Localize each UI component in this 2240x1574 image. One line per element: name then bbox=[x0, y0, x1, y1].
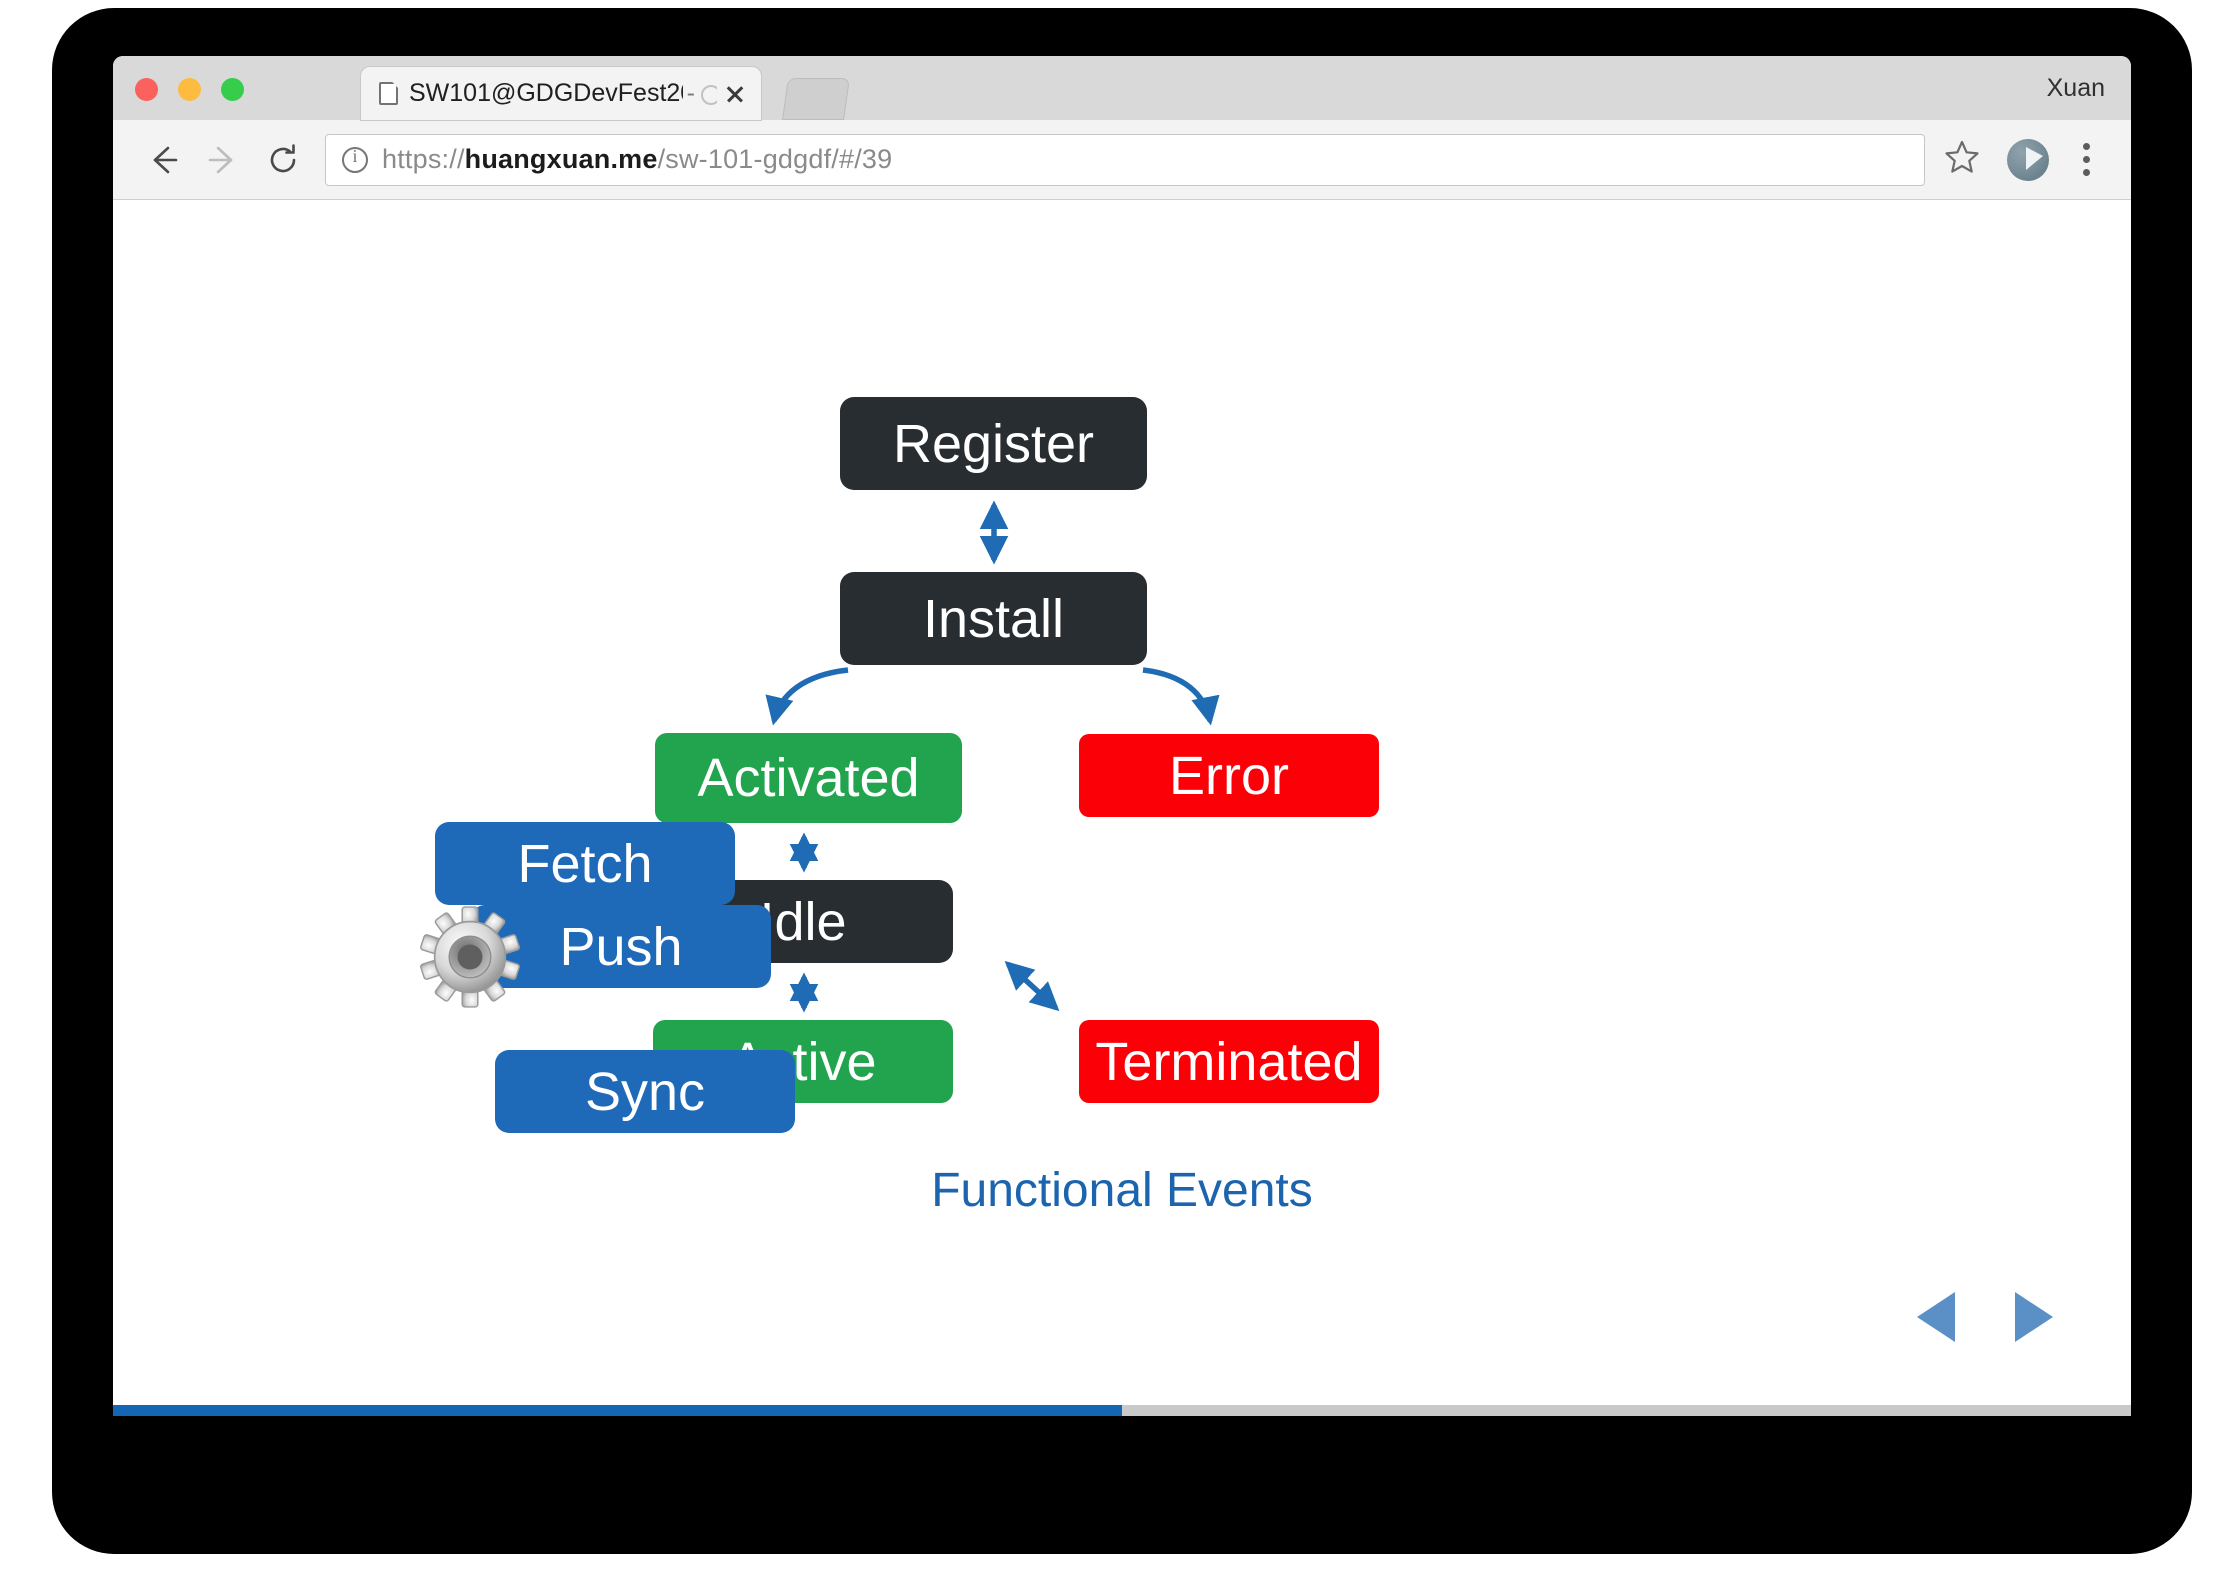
tab-title: SW101@GDGDevFest2016 bbox=[409, 79, 683, 107]
gear-icon bbox=[420, 906, 520, 1008]
address-bar[interactable]: https://huangxuan.me/sw-101-gdgdf/#/39 bbox=[325, 133, 1925, 186]
next-triangle-icon[interactable] bbox=[2015, 1292, 2053, 1342]
state-node-error[interactable]: Error bbox=[1079, 734, 1379, 817]
menu-dot bbox=[2082, 156, 2090, 163]
url-host: huangxuan.me bbox=[464, 144, 658, 174]
state-node-install[interactable]: Install bbox=[840, 572, 1147, 665]
slide-canvas: Register Install Activated Error Idle Ac… bbox=[113, 200, 2131, 1416]
browser-toolbar: https://huangxuan.me/sw-101-gdgdf/#/39 bbox=[113, 120, 2131, 200]
event-node-push[interactable]: Push bbox=[471, 905, 771, 988]
traffic-light-group bbox=[135, 78, 244, 101]
close-window-button[interactable] bbox=[135, 78, 158, 101]
forward-arrow-icon[interactable] bbox=[195, 132, 251, 188]
slide-navigation bbox=[1917, 1292, 2053, 1342]
edge-install-error bbox=[1142, 667, 1220, 726]
state-node-register[interactable]: Register bbox=[840, 397, 1147, 490]
info-icon[interactable] bbox=[342, 146, 368, 173]
zoom-window-button[interactable] bbox=[221, 78, 244, 101]
slide-progress-track[interactable] bbox=[113, 1405, 2131, 1416]
close-icon[interactable] bbox=[721, 80, 749, 108]
three-dot-menu-icon[interactable] bbox=[2063, 143, 2109, 176]
url-text: https://huangxuan.me/sw-101-gdgdf/#/39 bbox=[382, 144, 892, 175]
speaker-icon bbox=[699, 83, 717, 105]
url-path: /sw-101-gdgdf/#/39 bbox=[657, 144, 893, 174]
event-node-fetch[interactable]: Fetch bbox=[435, 822, 735, 905]
reload-icon[interactable] bbox=[255, 132, 311, 188]
edge-active-terminated bbox=[1004, 960, 1060, 1012]
slide-progress-fill bbox=[113, 1405, 1122, 1416]
tab-strip: SW101@GDGDevFest2016 - Xuan bbox=[113, 56, 2131, 120]
slide-caption: Functional Events bbox=[931, 1164, 1313, 1217]
avatar[interactable] bbox=[2007, 138, 2049, 181]
minimize-window-button[interactable] bbox=[178, 78, 201, 101]
page-icon bbox=[379, 82, 398, 105]
state-node-activated[interactable]: Activated bbox=[655, 733, 962, 823]
tab-title-separator: - bbox=[686, 79, 695, 107]
star-icon[interactable] bbox=[1943, 138, 1987, 181]
profile-name-label: Xuan bbox=[2046, 74, 2105, 102]
menu-dot bbox=[2082, 143, 2090, 150]
menu-dot bbox=[2082, 169, 2090, 176]
event-node-sync[interactable]: Sync bbox=[495, 1050, 795, 1133]
edge-install-activated bbox=[765, 667, 849, 726]
url-scheme: https:// bbox=[382, 144, 465, 174]
back-arrow-icon[interactable] bbox=[135, 132, 191, 188]
prev-triangle-icon[interactable] bbox=[1917, 1292, 1955, 1342]
state-node-terminated[interactable]: Terminated bbox=[1079, 1020, 1379, 1103]
browser-tab-sw101[interactable]: SW101@GDGDevFest2016 - bbox=[361, 67, 761, 120]
browser-window: SW101@GDGDevFest2016 - Xuan bbox=[113, 56, 2131, 1416]
background-tab[interactable] bbox=[782, 78, 850, 120]
